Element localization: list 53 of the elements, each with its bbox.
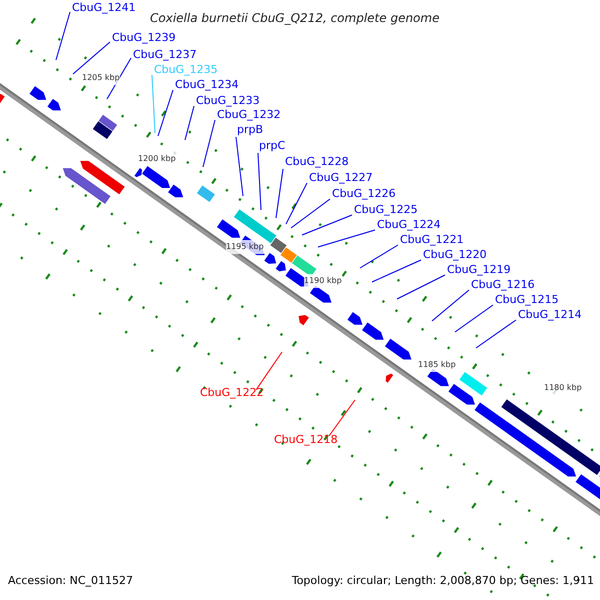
gene-label: CbuG_1228 [285, 155, 349, 169]
gene-label: CbuG_1234 [175, 78, 239, 92]
leader-line [454, 304, 494, 332]
gene-label: CbuG_1225 [354, 203, 418, 217]
genome-stats-text: Topology: circular; Length: 2,008,870 bp; Genes: 1,911 [292, 574, 594, 588]
leader-line [328, 400, 356, 436]
gene-label: CbuG_1214 [518, 308, 582, 322]
gene-label: prpB [237, 123, 264, 137]
gene-label: CbuG_1219 [447, 263, 511, 277]
leader-line [184, 106, 194, 140]
leader-line [290, 198, 330, 228]
leader-line [158, 90, 174, 136]
accession-text: Accession: NC_011527 [8, 574, 134, 588]
leader-line [476, 320, 516, 348]
gene-label: CbuG_1227 [309, 171, 373, 185]
gene-label: CbuG_1215 [495, 293, 559, 307]
gene-label: prpC [259, 139, 286, 153]
leader-line [236, 136, 244, 196]
leader-line [318, 230, 376, 248]
leader-line [432, 290, 470, 322]
leader-line [72, 42, 110, 74]
gene-label: CbuG_1235 [154, 63, 218, 77]
scale-label: 1190 kbp [304, 274, 342, 288]
leader-line [152, 74, 156, 134]
leader-line [256, 352, 282, 390]
leader-line [258, 152, 262, 210]
gene-label: CbuG_1226 [332, 187, 396, 201]
leader-line [360, 244, 398, 268]
scale-label: 1180 kbp [544, 381, 582, 395]
leader-line [56, 12, 70, 60]
scale-label: 1185 kbp [418, 358, 456, 372]
leader-line [202, 120, 216, 168]
gene-label: CbuG_1237 [133, 48, 197, 62]
gene-label: CbuG_1220 [423, 248, 487, 262]
gene-label: CbuG_1218 [274, 433, 338, 447]
gene-label: CbuG_1224 [377, 218, 441, 232]
leader-line [396, 274, 446, 300]
leader-line [302, 214, 352, 236]
scale-label: 1200 kbp [138, 152, 176, 166]
gene-label: CbuG_1232 [217, 108, 281, 122]
scale-label: 1195 kbp [226, 240, 264, 254]
leader-line [106, 58, 132, 100]
leader-line [276, 168, 284, 218]
gene-label: CbuG_1241 [72, 1, 136, 15]
gene-label: CbuG_1221 [400, 233, 464, 247]
scale-label: 1205 kbp [82, 71, 120, 85]
map-title: Coxiella burnetii CbuG_Q212, complete genome [150, 11, 440, 25]
gene-label: CbuG_1216 [471, 278, 535, 292]
gene-label: CbuG_1233 [196, 94, 260, 108]
gene-label: CbuG_1222 [200, 386, 264, 400]
leader-line [286, 182, 308, 224]
leader-line [372, 260, 422, 282]
gene-label: CbuG_1239 [112, 31, 176, 45]
